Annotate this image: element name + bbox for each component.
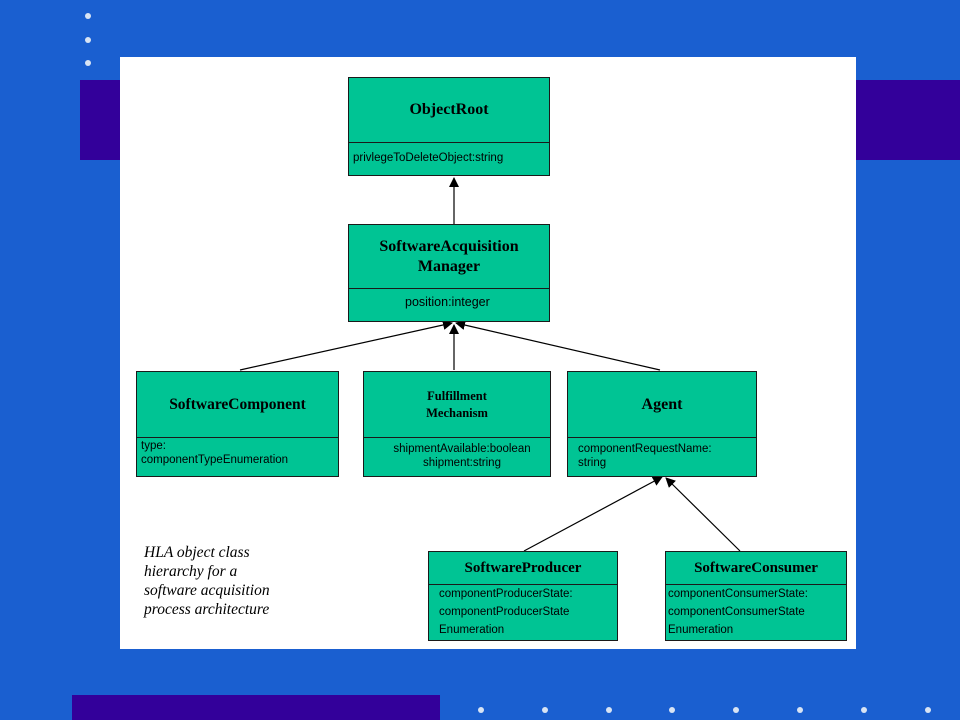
- class-box-software-component: SoftwareComponent type: componentTypeEnu…: [136, 371, 339, 477]
- class-attributes: shipmentAvailable:boolean shipment:strin…: [393, 443, 531, 469]
- class-attributes: componentProducerState: componentProduce…: [439, 588, 573, 636]
- class-attributes: position:integer: [405, 295, 490, 309]
- class-box-agent: Agent componentRequestName: string: [567, 371, 757, 477]
- decorative-dot: [85, 60, 91, 66]
- class-box-software-producer: SoftwareProducer componentProducerState:…: [428, 551, 618, 641]
- diagram-panel: ObjectRoot privlegeToDeleteObject:string…: [120, 57, 856, 649]
- class-name: Fulfillment Mechanism: [364, 372, 550, 438]
- decorative-dot: [542, 707, 548, 713]
- inheritance-arrow: [455, 320, 661, 371]
- decorative-dot: [925, 707, 931, 713]
- decorative-dot: [861, 707, 867, 713]
- decorative-dot: [797, 707, 803, 713]
- class-attributes: type: componentTypeEnumeration: [141, 440, 289, 466]
- class-box-object-root: ObjectRoot privlegeToDeleteObject:string: [348, 77, 550, 176]
- connector-layer: [239, 177, 741, 552]
- class-name: ObjectRoot: [349, 78, 549, 143]
- decorative-dot: [733, 707, 739, 713]
- class-attributes: privlegeToDeleteObject:string: [353, 152, 504, 164]
- decorative-dot: [85, 13, 91, 19]
- inheritance-arrow: [665, 477, 741, 552]
- class-name: Agent: [568, 372, 756, 438]
- bottom-band: [72, 695, 440, 720]
- decorative-dot: [669, 707, 675, 713]
- diagram-caption: HLA object class hierarchy for a softwar…: [144, 544, 270, 618]
- inheritance-arrow: [523, 476, 663, 552]
- class-attributes: componentRequestName: string: [578, 443, 712, 469]
- decorative-dot: [606, 707, 612, 713]
- class-attributes: componentConsumerState: componentConsume…: [668, 588, 808, 636]
- class-name: SoftwareProducer: [429, 552, 617, 585]
- decorative-dot: [478, 707, 484, 713]
- class-box-manager: SoftwareAcquisition Manager position:int…: [348, 224, 550, 322]
- class-name: SoftwareComponent: [137, 372, 338, 438]
- inheritance-arrow: [239, 320, 453, 371]
- class-box-software-consumer: SoftwareConsumer componentConsumerState:…: [665, 551, 847, 641]
- class-name: SoftwareConsumer: [666, 552, 846, 585]
- class-box-fulfillment-mechanism: Fulfillment Mechanism shipmentAvailable:…: [363, 371, 551, 477]
- class-name: SoftwareAcquisition Manager: [349, 225, 549, 289]
- decorative-dot: [85, 37, 91, 43]
